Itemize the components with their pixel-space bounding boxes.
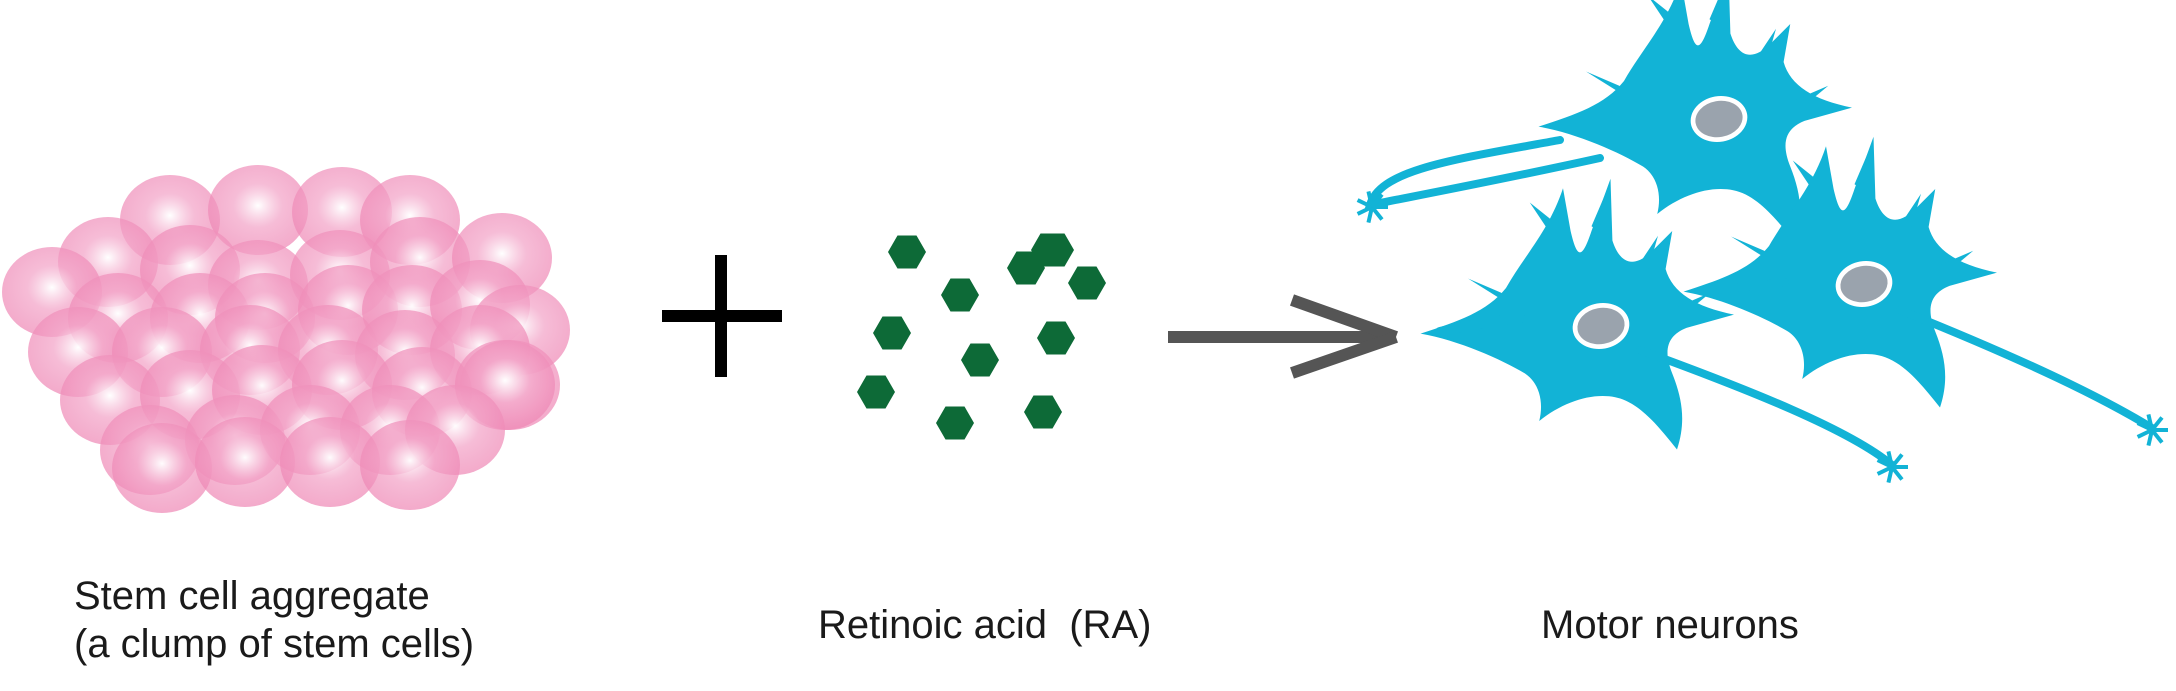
plus-icon <box>662 255 782 377</box>
retinoic-acid-molecule <box>888 235 926 269</box>
stem-cell <box>208 165 308 255</box>
stem-cell <box>280 417 380 507</box>
neuron-nucleus <box>1840 265 1888 303</box>
neuron-nucleus <box>1577 307 1625 345</box>
motor-neuron <box>1420 178 1734 450</box>
motor-neuron <box>1683 136 1997 408</box>
stem-cell <box>195 417 295 507</box>
motor-neuron <box>1538 0 1853 243</box>
retinoic-acid-molecules <box>857 233 1106 440</box>
axon-terminal <box>1356 190 1388 224</box>
stem-cell <box>360 420 460 510</box>
neuron-axon <box>1364 136 1604 211</box>
retinoic-acid-molecule <box>873 316 911 350</box>
stem-cell <box>112 423 212 513</box>
retinoic-acid-molecule <box>1007 251 1045 285</box>
retinoic-acid-molecule <box>857 375 895 409</box>
retinoic-acid-molecule <box>1024 395 1062 429</box>
stem-cell-aggregate-label: Stem cell aggregate (a clump of stem cel… <box>74 572 474 668</box>
motor-neurons-label: Motor neurons <box>1541 603 1799 647</box>
neuron-axon <box>1896 306 2156 432</box>
stem-cell-label-line-2: (a clump of stem cells) <box>74 622 475 666</box>
axon-terminal <box>2136 413 2168 447</box>
retinoic-acid-label: Retinoic acid (RA) <box>818 603 1152 647</box>
retinoic-acid-molecule <box>1068 266 1106 300</box>
neuron-axon <box>1636 346 1896 469</box>
stem-cell-label-line-1: Stem cell aggregate <box>74 574 430 618</box>
arrow-right-icon <box>1168 294 1399 379</box>
motor-neurons-illustration <box>1356 0 2168 484</box>
retinoic-acid-molecule <box>941 278 979 312</box>
neuron-nucleus <box>1695 100 1743 138</box>
retinoic-acid-molecule <box>936 406 974 440</box>
stem-cell-aggregate <box>2 165 570 513</box>
retinoic-acid-molecule <box>1037 321 1075 355</box>
axon-terminal <box>1876 450 1908 484</box>
retinoic-acid-molecule <box>1036 233 1074 267</box>
retinoic-acid-molecule <box>961 343 999 377</box>
